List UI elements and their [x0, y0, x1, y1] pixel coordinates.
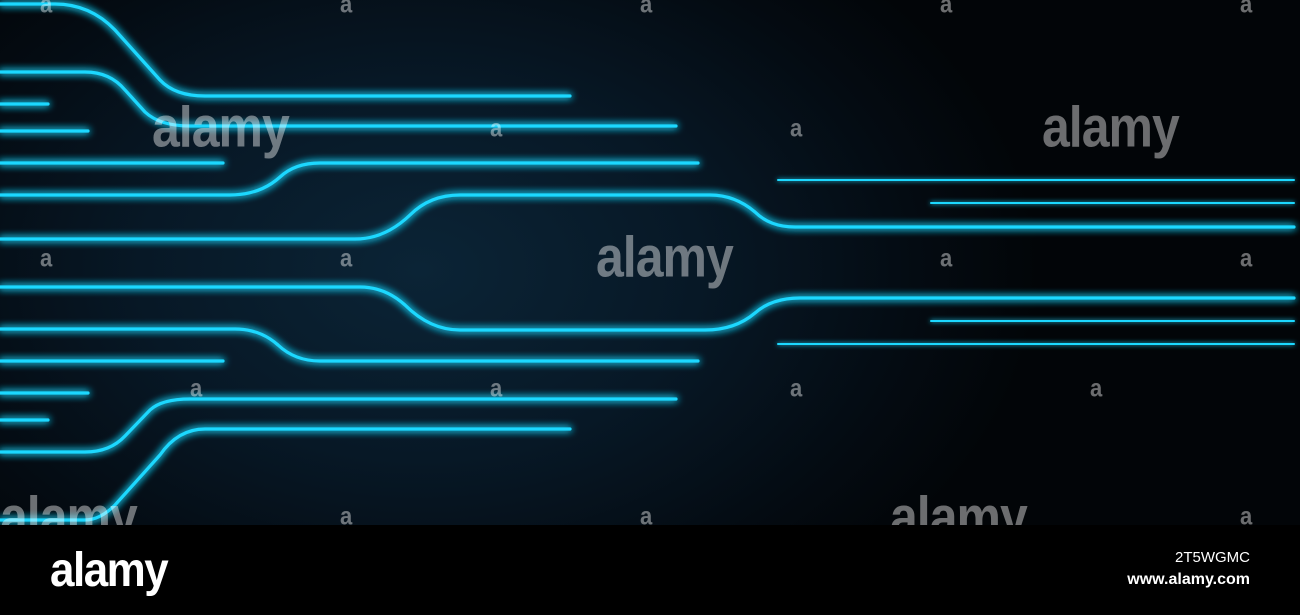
watermark-letter: a: [790, 373, 802, 403]
circuit-artwork: a a a a a alamy a a alamy a a alamy a a …: [0, 0, 1300, 525]
watermark-letter: a: [1090, 373, 1102, 403]
watermark-letter: a: [940, 0, 952, 19]
circuit-line: [0, 70, 678, 128]
site-url: www.alamy.com: [1127, 571, 1250, 588]
circuit-line: [0, 285, 1296, 332]
circuit-line: [0, 193, 1296, 241]
watermark-letter: a: [190, 373, 202, 403]
circuit-line: [0, 427, 572, 522]
watermark-letter: a: [40, 243, 52, 273]
watermark-letter: a: [1240, 243, 1252, 273]
watermark-logo: alamy: [1042, 94, 1180, 159]
watermark-letter: a: [340, 243, 352, 273]
watermark-letter: a: [790, 113, 802, 143]
watermark-logo: alamy: [0, 484, 138, 525]
image-code: 2T5WGMC: [1175, 549, 1250, 566]
watermark-logo: alamy: [596, 224, 734, 289]
watermark-letter: a: [640, 0, 652, 19]
watermark-letter: a: [640, 501, 652, 525]
circuit-line: [0, 2, 572, 98]
circuit-line: [0, 161, 700, 197]
watermark-letter: a: [490, 113, 502, 143]
watermark-letter: a: [1240, 0, 1252, 19]
watermark-letter: a: [340, 501, 352, 525]
watermark-letter: a: [340, 0, 352, 19]
watermark-letter: a: [40, 0, 52, 19]
circuit-lines: [0, 2, 1296, 522]
watermark-letter: a: [940, 243, 952, 273]
footer-bar: alamy 2T5WGMC www.alamy.com: [0, 525, 1300, 615]
circuit-line: [0, 327, 700, 363]
watermark-logo: alamy: [152, 94, 290, 159]
watermark-letter: a: [1240, 501, 1252, 525]
watermark-logo: alamy: [890, 484, 1028, 525]
watermark-letter: a: [490, 373, 502, 403]
alamy-logo: alamy: [50, 543, 169, 597]
circuit-line: [0, 397, 678, 454]
